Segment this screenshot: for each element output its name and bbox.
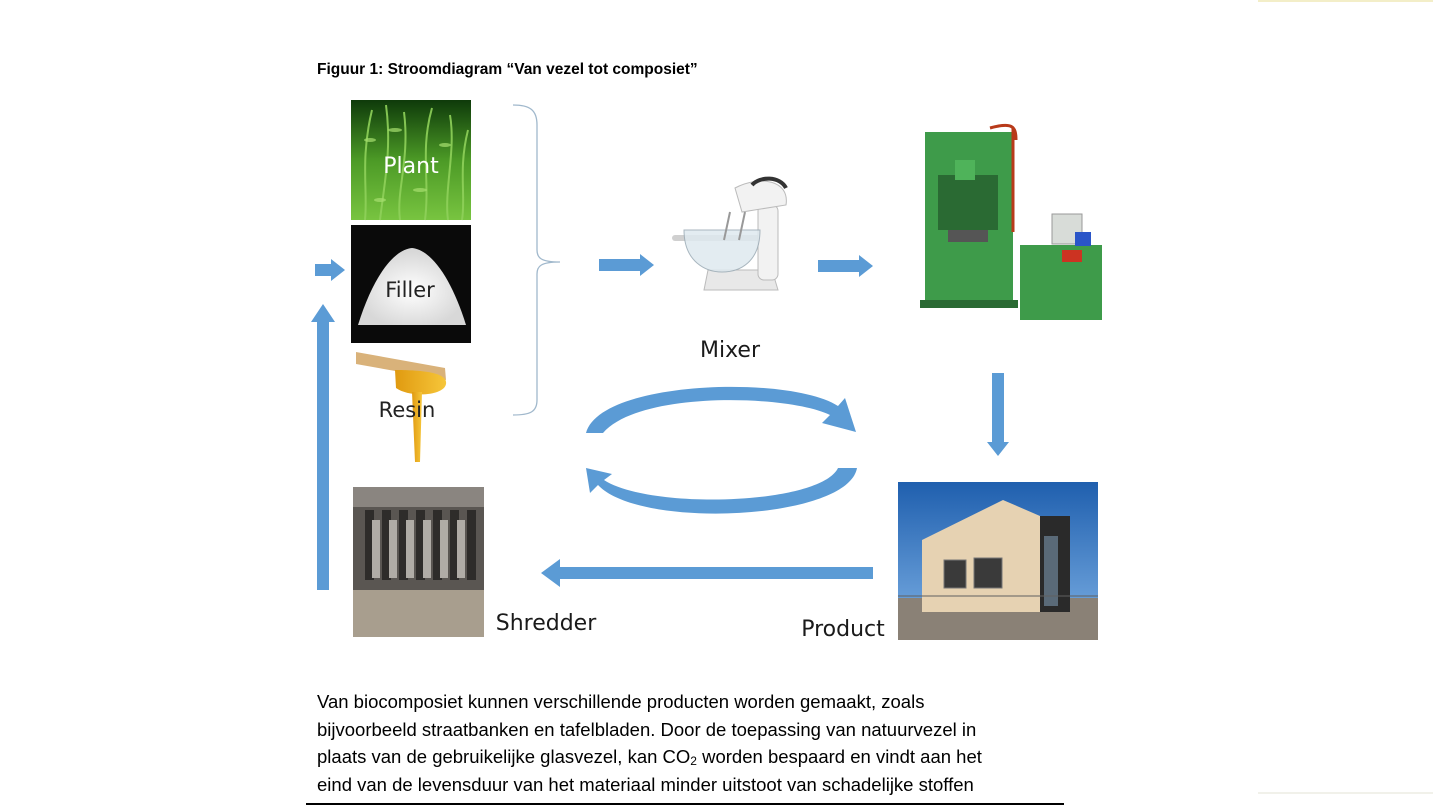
product-label: Product: [801, 617, 885, 642]
shredder-image: [353, 487, 484, 637]
arrow-into-inputs: [315, 259, 345, 281]
bottom-edge-mark: [1258, 792, 1433, 794]
mixer-image: [672, 176, 788, 291]
paragraph-text: plaats van de gebruikelijke glasvezel, k…: [317, 746, 691, 767]
plant-label: Plant: [383, 154, 439, 179]
resin-label: Resin: [379, 398, 436, 422]
co2-subscript: 2: [690, 754, 697, 768]
top-edge-mark: [1258, 0, 1433, 2]
plant-image: Plant: [351, 100, 471, 221]
filler-image: Filler: [351, 225, 471, 343]
mixer-label: Mixer: [700, 338, 761, 363]
grouping-brace: [512, 104, 561, 416]
arrow-to-press: [818, 255, 873, 277]
paragraph-line: Van biocomposiet kunnen verschillende pr…: [317, 691, 925, 712]
bottom-rule: [306, 803, 1064, 805]
shredder-label: Shredder: [496, 611, 597, 636]
arrow-to-shredder: [541, 559, 873, 587]
arrow-to-product: [987, 373, 1009, 456]
product-image: [898, 482, 1098, 640]
paragraph-line: bijvoorbeeld straatbanken en tafelbladen…: [317, 718, 977, 740]
press-image: [920, 123, 1102, 320]
paragraph-text: worden bespaard en vindt aan het: [696, 746, 982, 767]
figure-caption: Figuur 1: Stroomdiagram “Van vezel tot c…: [317, 61, 698, 78]
arrow-to-mixer: [599, 254, 654, 276]
arrow-back-to-inputs: [311, 304, 335, 590]
resin-image: Resin: [356, 352, 447, 462]
paragraph-line: plaats van de gebruikelijke glasvezel, k…: [317, 743, 1077, 771]
description-paragraph: Van biocomposiet kunnen verschillende pr…: [317, 688, 1077, 798]
cycle-arrows: [586, 386, 857, 514]
paragraph-line: eind van de levensduur van het materiaal…: [317, 773, 974, 795]
filler-label: Filler: [385, 278, 435, 302]
